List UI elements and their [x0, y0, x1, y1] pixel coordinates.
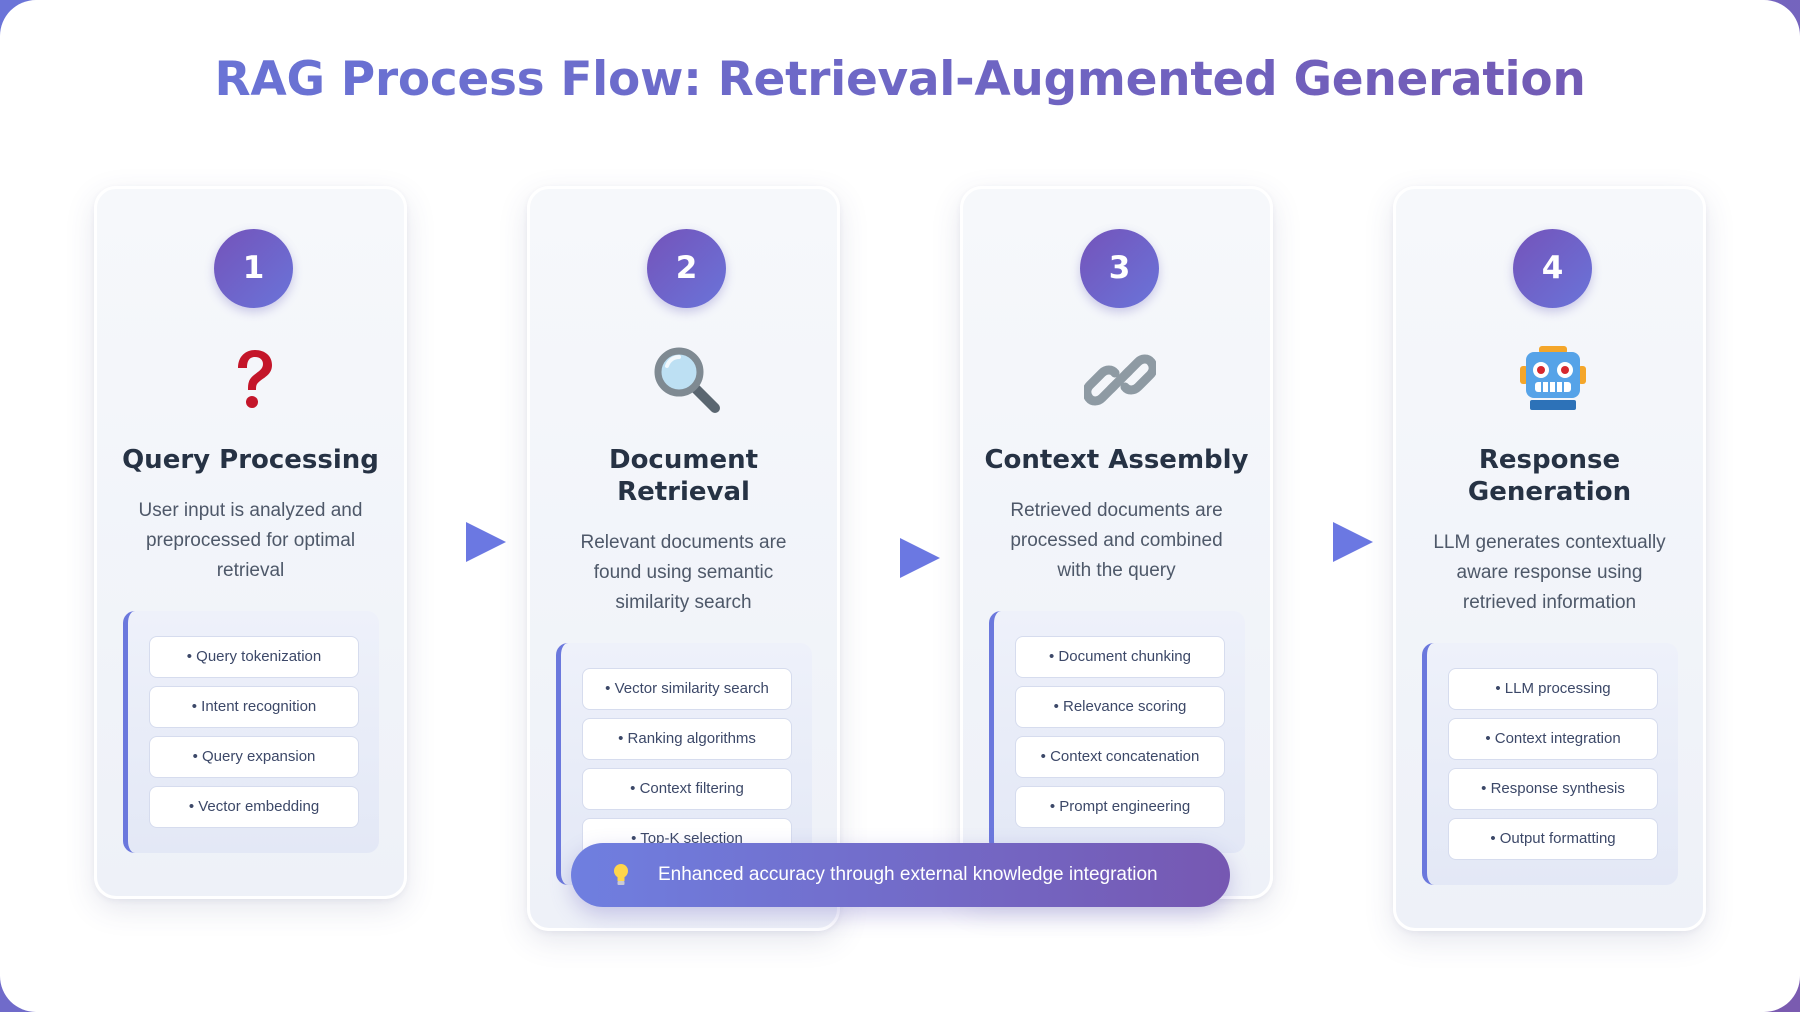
flow-arrow-2: [900, 538, 940, 578]
list-item: • Ranking algorithms: [582, 718, 792, 760]
list-item: • Relevance scoring: [1015, 686, 1225, 728]
step-number: 3: [1080, 229, 1159, 308]
list-item: • Output formatting: [1448, 818, 1658, 860]
flow-arrow-3: [1333, 522, 1373, 562]
list-item: • Document chunking: [1015, 636, 1225, 678]
step-title: Context Assembly: [984, 445, 1249, 475]
lightbulb-icon: [614, 864, 628, 885]
list-item: • Response synthesis: [1448, 768, 1658, 810]
step-card-context-assembly: 3 Context Assembly Retrieved documents a…: [960, 186, 1273, 899]
banner-text: Enhanced accuracy through external knowl…: [658, 864, 1158, 885]
question-mark-icon: [238, 350, 272, 408]
step-detail-list: • LLM processing • Context integration •…: [1422, 643, 1678, 885]
step-description: LLM generates contextually aware respons…: [1433, 532, 1666, 613]
step-title: Response Generation: [1467, 445, 1632, 507]
list-item: • Context integration: [1448, 718, 1658, 760]
step-description: User input is analyzed and preprocessed …: [138, 500, 363, 581]
step-card-response-generation: 4 Response Generation LLM generates cont…: [1393, 186, 1706, 931]
step-title: Document Retrieval: [608, 445, 759, 507]
list-item: • Query tokenization: [149, 636, 359, 678]
flow-arrow-1: [466, 522, 506, 562]
step-description: Retrieved documents are processed and co…: [1010, 500, 1223, 581]
list-item: • Intent recognition: [149, 686, 359, 728]
step-number: 4: [1513, 229, 1592, 308]
step-number: 1: [214, 229, 293, 308]
list-item: • Prompt engineering: [1015, 786, 1225, 828]
robot-icon: [1520, 346, 1586, 410]
list-item: • LLM processing: [1448, 668, 1658, 710]
step-number: 2: [647, 229, 726, 308]
summary-banner: Enhanced accuracy through external knowl…: [571, 843, 1230, 907]
step-description: Relevant documents are found using seman…: [580, 532, 787, 613]
page-title: RAG Process Flow: Retrieval-Augmented Ge…: [0, 52, 1800, 107]
step-detail-list: • Document chunking • Relevance scoring …: [989, 611, 1245, 853]
step-card-query-processing: 1 Query Processing User input is analyze…: [94, 186, 407, 899]
magnifying-glass-icon: [654, 347, 720, 413]
list-item: • Vector similarity search: [582, 668, 792, 710]
step-detail-list: • Vector similarity search • Ranking alg…: [556, 643, 812, 885]
step-card-document-retrieval: 2 Document Retrieval Relevant documents …: [527, 186, 840, 931]
step-title: Query Processing: [122, 445, 379, 475]
chain-link-icon: [1084, 354, 1156, 406]
list-item: • Context filtering: [582, 768, 792, 810]
list-item: • Context concatenation: [1015, 736, 1225, 778]
list-item: • Query expansion: [149, 736, 359, 778]
list-item: • Vector embedding: [149, 786, 359, 828]
step-detail-list: • Query tokenization • Intent recognitio…: [123, 611, 379, 853]
